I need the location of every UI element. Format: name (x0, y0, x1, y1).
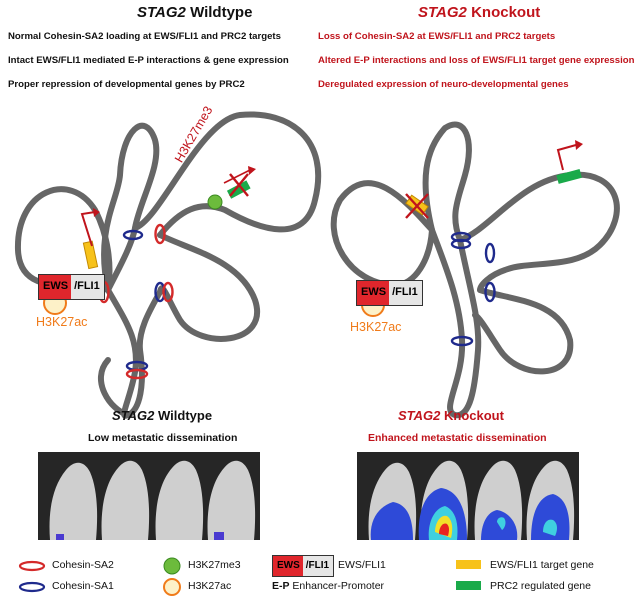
left-gene-arrow (80, 211, 96, 247)
right-ews-label: EWS (357, 281, 390, 305)
right-title-rest: Knockout (466, 4, 541, 21)
legend-target-gene-icon (456, 560, 481, 569)
right-imaging-panel (357, 452, 579, 540)
right-ews-fli1-box: EWS/FLI1 (356, 280, 423, 306)
right-cohesin-sa1-mid (450, 238, 472, 250)
right-chromatin-left-loop (330, 180, 435, 288)
left-title-gene: STAG2 (137, 4, 186, 21)
legend-ep-label: E-P Enhancer-Promoter (272, 580, 384, 592)
right-title: STAG2 Knockout (418, 4, 540, 21)
right-h3k27ac-label: H3K27ac (350, 320, 402, 334)
left-cohesin-sa1-top (122, 229, 144, 241)
legend-h3k27me3-label: H3K27me3 (188, 559, 241, 571)
left-bottom-title-gene: STAG2 (112, 408, 155, 423)
legend-ewsfli-label: EWS/FLI1 (338, 559, 386, 571)
legend-fli-label: /FLI1 (302, 556, 334, 576)
left-title-rest: Wildtype (185, 4, 253, 21)
right-cohesin-sa1-bottom (450, 335, 474, 347)
left-line-1: Normal Cohesin-SA2 loading at EWS/FLI1 a… (8, 31, 281, 42)
right-cohesin-sa1-right (484, 242, 496, 264)
legend-ep-bold: E-P (272, 580, 290, 592)
legend-sa2-label: Cohesin-SA2 (52, 559, 114, 571)
legend-ews-label: EWS (273, 556, 303, 576)
legend-prc2-gene-icon (456, 581, 481, 590)
left-bottom-title: STAG2 Wildtype (112, 408, 212, 423)
left-ews-label: EWS (39, 275, 72, 299)
right-chromatin-top-loop (422, 121, 472, 243)
left-line-2: Intact EWS/FLI1 mediated E-P interaction… (8, 55, 289, 66)
right-chromatin-bottom-loop (429, 227, 482, 419)
right-target-block-x (405, 193, 429, 219)
legend-sa2-icon (18, 560, 46, 572)
right-gene-arrow (556, 144, 577, 171)
legend-h3k27me3-icon (163, 557, 181, 575)
legend-ep-rest: Enhancer-Promoter (289, 580, 385, 592)
right-prc2-gene (556, 169, 582, 184)
right-title-gene: STAG2 (418, 4, 467, 21)
left-chromatin-right-loop (132, 111, 322, 238)
legend-h3k27ac-label: H3K27ac (188, 580, 232, 592)
left-imaging-panel (38, 452, 260, 540)
left-chromatin-bottom-tail (97, 357, 131, 418)
legend-sa1-icon (18, 581, 46, 593)
left-cohesin-sa2-mid (154, 223, 166, 245)
legend-sa1-label: Cohesin-SA1 (52, 580, 114, 592)
legend-ews-fli1-box: EWS/FLI1 (272, 555, 335, 577)
left-h3k27me3-dot (207, 194, 223, 210)
right-chromatin-lower-right-loop (472, 287, 574, 375)
left-cohesin-sa2-bottom (125, 368, 149, 380)
right-bottom-title: STAG2 Knockout (398, 408, 504, 423)
legend-target-gene-label: EWS/FLI1 target gene (490, 559, 594, 571)
left-fli-label: /FLI1 (71, 275, 104, 299)
right-cohesin-sa1-lower (484, 281, 496, 303)
left-h3k27ac-label: H3K27ac (36, 315, 88, 329)
right-chromatin-right-loop (457, 171, 620, 293)
left-target-gene (82, 240, 99, 270)
right-line-3: Deregulated expression of neuro-developm… (318, 79, 569, 90)
left-bottom-sub: Low metastatic dissemination (88, 432, 238, 444)
left-chromatin-lower-right-loop (157, 232, 261, 342)
right-bottom-title-gene: STAG2 (398, 408, 441, 423)
left-chromatin-bottom-loop (105, 287, 163, 419)
right-fli-label: /FLI1 (389, 281, 422, 305)
left-title: STAG2 Wildtype (137, 4, 252, 21)
legend-h3k27ac-icon (163, 578, 181, 596)
left-bottom-title-rest: Wildtype (154, 408, 213, 423)
legend-prc2-gene-label: PRC2 regulated gene (490, 580, 591, 592)
right-line-2: Altered E-P interactions and loss of EWS… (318, 55, 635, 66)
left-cohesin-sa2-right (162, 281, 174, 303)
right-bottom-sub: Enhanced metastatic dissemination (368, 432, 547, 444)
left-ews-fli1-box: EWS/FLI1 (38, 274, 105, 300)
left-line-3: Proper repression of developmental genes… (8, 79, 245, 90)
right-bottom-title-rest: Knockout (440, 408, 504, 423)
right-line-1: Loss of Cohesin-SA2 at EWS/FLI1 and PRC2… (318, 31, 556, 42)
